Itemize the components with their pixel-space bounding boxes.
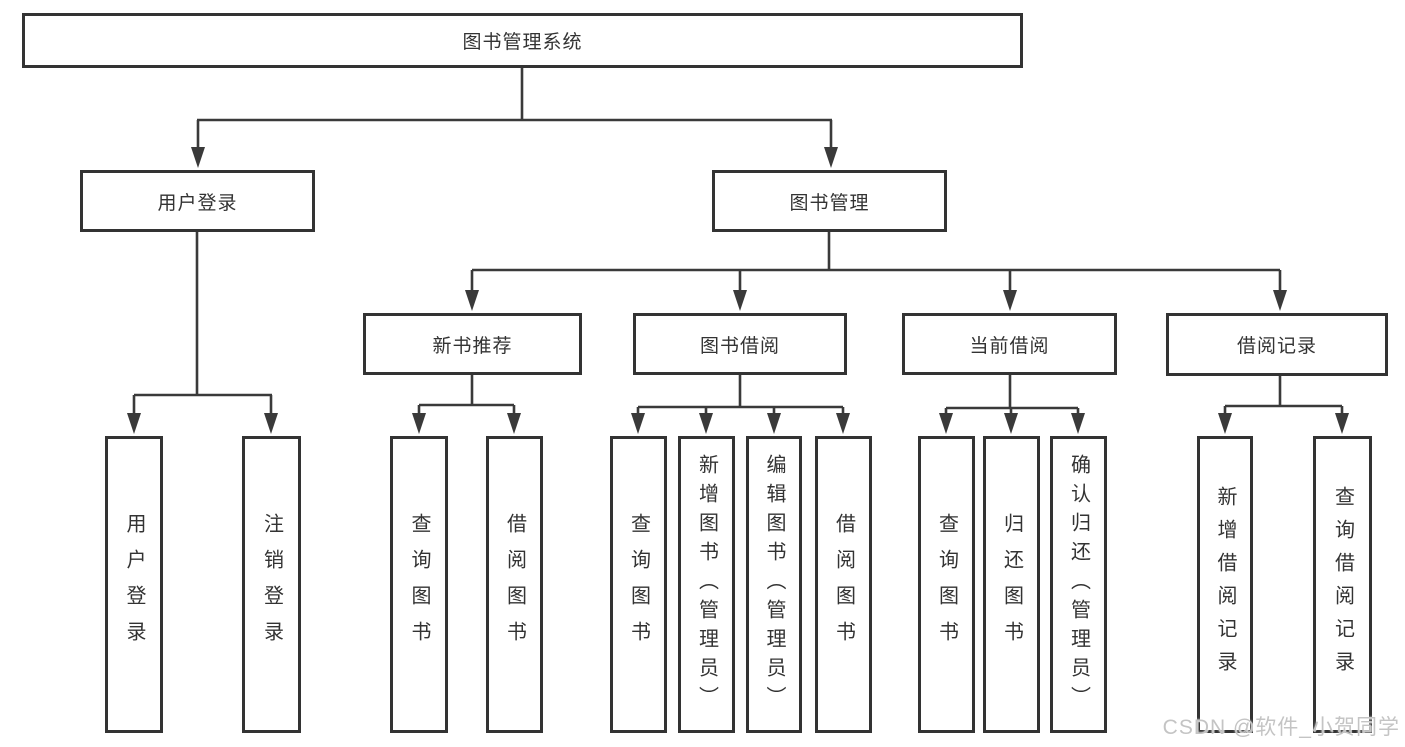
leaf-add-book-admin-label: 新增图书（管理员） [695, 454, 718, 715]
leaf-recommend-query-book-label: 查询图书 [408, 512, 430, 657]
node-root-label: 图书管理系统 [462, 32, 583, 53]
node-current-borrow-label: 当前借阅 [969, 335, 1050, 357]
arrowheads [127, 147, 1349, 434]
leaf-logout-label: 注销登录 [260, 512, 283, 657]
leaf-edit-book-admin: 编辑图书（管理员） [746, 436, 802, 733]
leaf-confirm-return-admin: 确认归还（管理员） [1050, 436, 1107, 733]
leaf-add-borrow-record: 新增借阅记录 [1197, 436, 1253, 733]
leaf-recommend-borrow-book: 借阅图书 [486, 436, 543, 733]
node-root: 图书管理系统 [22, 13, 1023, 68]
node-current-borrow: 当前借阅 [902, 313, 1117, 375]
leaf-user-login: 用户登录 [105, 436, 163, 733]
leaf-confirm-return-admin-label: 确认归还（管理员） [1067, 454, 1090, 715]
leaf-current-query-book-label: 查询图书 [935, 512, 958, 657]
leaf-borrow-query-book-label: 查询图书 [627, 512, 650, 657]
leaf-add-book-admin: 新增图书（管理员） [678, 436, 735, 733]
node-book-borrow-label: 图书借阅 [699, 335, 780, 357]
node-book-borrow: 图书借阅 [633, 313, 847, 375]
leaf-query-borrow-record: 查询借阅记录 [1313, 436, 1372, 733]
leaf-borrow-borrow-book: 借阅图书 [815, 436, 872, 733]
leaf-recommend-query-book: 查询图书 [390, 436, 448, 733]
node-borrow-record-label: 借阅记录 [1236, 336, 1317, 357]
node-new-book-recommend-label: 新书推荐 [432, 335, 513, 357]
leaf-user-login-label: 用户登录 [123, 512, 145, 657]
leaf-edit-book-admin-label: 编辑图书（管理员） [763, 454, 785, 715]
leaf-logout: 注销登录 [242, 436, 301, 733]
node-book-management: 图书管理 [712, 170, 947, 232]
leaf-query-borrow-record-label: 查询借阅记录 [1331, 485, 1354, 684]
node-new-book-recommend: 新书推荐 [363, 313, 582, 375]
leaf-borrow-query-book: 查询图书 [610, 436, 667, 733]
leaf-current-query-book: 查询图书 [918, 436, 975, 733]
node-user-login: 用户登录 [80, 170, 315, 232]
node-borrow-record: 借阅记录 [1166, 313, 1388, 376]
leaf-return-book: 归还图书 [983, 436, 1040, 733]
leaf-recommend-borrow-book-label: 借阅图书 [503, 512, 526, 657]
leaf-add-borrow-record-label: 新增借阅记录 [1214, 485, 1236, 684]
leaf-return-book-label: 归还图书 [1000, 512, 1023, 657]
leaf-borrow-borrow-book-label: 借阅图书 [832, 512, 855, 657]
node-user-login-label: 用户登录 [157, 192, 238, 214]
node-book-management-label: 图书管理 [789, 192, 870, 214]
